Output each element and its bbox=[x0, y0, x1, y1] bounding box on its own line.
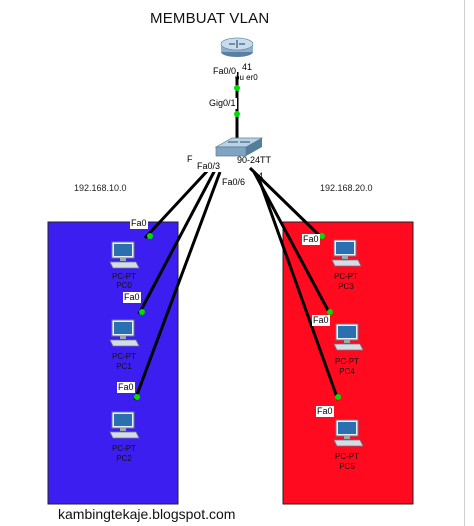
pc4-name: PC4 bbox=[339, 367, 355, 376]
switch-port-fa06: Fa0/6 bbox=[221, 177, 247, 188]
pc4-type: PC-PT bbox=[335, 357, 359, 366]
pc1-name: PC1 bbox=[116, 362, 132, 371]
status-dot bbox=[147, 233, 153, 239]
switch-icon[interactable] bbox=[214, 137, 264, 157]
link-switch-pc1 bbox=[137, 169, 217, 315]
pc0-port-label: Fa0 bbox=[130, 218, 148, 229]
network-label-right: 192.168.20.0 bbox=[320, 183, 373, 193]
switch-port-fa03: Fa0/3 bbox=[196, 161, 222, 172]
pc1-type: PC-PT bbox=[112, 352, 136, 361]
router-port-gig01: Gig0/1 bbox=[208, 98, 237, 109]
pc4-port-label: Fa0 bbox=[312, 315, 330, 326]
router-icon[interactable] bbox=[220, 37, 254, 57]
pc-icon[interactable] bbox=[108, 410, 140, 442]
network-label-left: 192.168.10.0 bbox=[74, 183, 127, 193]
link-switch-pc3 bbox=[248, 166, 324, 240]
router-port-41: 41 bbox=[242, 62, 253, 72]
router-port-fa00: Fa0/0 bbox=[212, 66, 238, 77]
router-name-fragment: ou er0 bbox=[235, 73, 258, 82]
pc-icon[interactable] bbox=[108, 318, 140, 350]
diagram-title: MEMBUAT VLAN bbox=[150, 10, 270, 27]
switch-model-fragment: 90-24TT bbox=[237, 155, 272, 165]
pc5-port-label: Fa0 bbox=[316, 406, 334, 417]
status-dot bbox=[134, 394, 140, 400]
footer-url[interactable]: kambingtekaje.blogspot.com bbox=[58, 506, 236, 522]
pc5-name: PC5 bbox=[339, 462, 355, 471]
link-status-dots bbox=[134, 85, 341, 400]
link-switch-pc0 bbox=[143, 166, 212, 240]
pc2-name: PC2 bbox=[116, 454, 132, 463]
status-dot bbox=[319, 233, 325, 239]
link-switch-pc2 bbox=[133, 171, 222, 401]
switch-label-fragment-f: F bbox=[187, 154, 193, 164]
pc2-type: PC-PT bbox=[112, 444, 136, 453]
link-switch-pc4 bbox=[252, 171, 332, 315]
status-dot bbox=[139, 309, 145, 315]
pc-icon[interactable] bbox=[332, 322, 364, 354]
status-dot bbox=[234, 85, 240, 91]
status-dot bbox=[327, 309, 333, 315]
vlan10-area bbox=[47, 221, 179, 505]
pc3-type: PC-PT bbox=[334, 272, 358, 281]
page-edge-line bbox=[464, 0, 465, 526]
pc3-name: PC3 bbox=[338, 282, 354, 291]
pc0-type: PC-PT bbox=[112, 272, 136, 281]
pc3-port-label: Fa0 bbox=[302, 234, 320, 245]
pc-icon[interactable] bbox=[332, 418, 364, 450]
pc0-name: PC0 bbox=[116, 281, 132, 290]
pc-icon[interactable] bbox=[108, 240, 140, 272]
switch-label-fragment-4: 4 bbox=[258, 171, 264, 181]
links bbox=[133, 72, 340, 401]
pc1-port-label: Fa0 bbox=[123, 292, 141, 303]
pc5-type: PC-PT bbox=[335, 452, 359, 461]
pc2-port-label: Fa0 bbox=[117, 382, 135, 393]
link-switch-pc5 bbox=[256, 175, 340, 401]
status-dot bbox=[234, 111, 240, 117]
status-dot bbox=[335, 394, 341, 400]
pc-icon[interactable] bbox=[330, 238, 362, 270]
